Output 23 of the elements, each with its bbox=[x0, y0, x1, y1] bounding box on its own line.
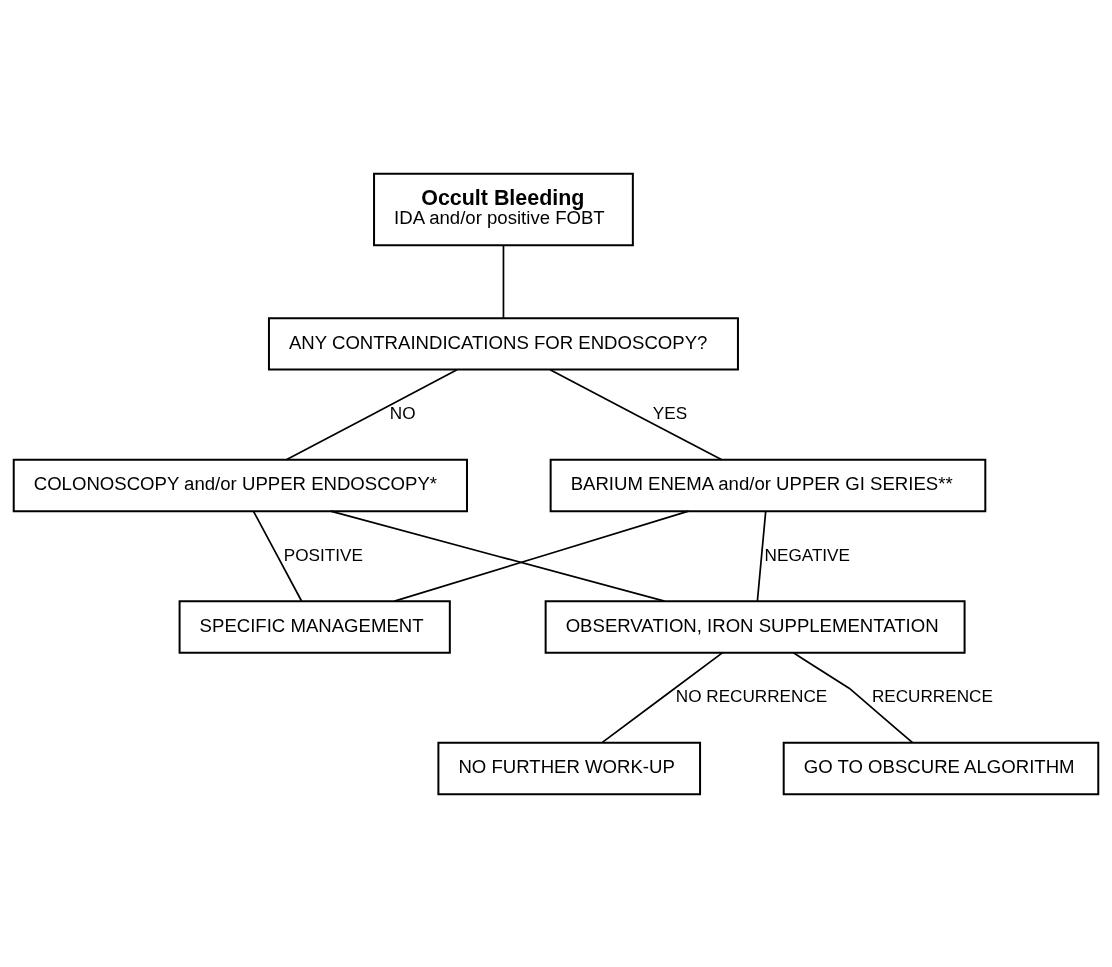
node-box: GO TO OBSCURE ALGORITHM bbox=[782, 741, 1100, 795]
edge-label: NO RECURRENCE bbox=[675, 685, 828, 706]
connector bbox=[393, 509, 690, 602]
edge-label: RECURRENCE bbox=[871, 685, 993, 706]
node-box: SPECIFIC MANAGEMENT bbox=[178, 599, 451, 654]
node-box: OBSERVATION, IRON SUPPLEMENTATION bbox=[544, 599, 966, 654]
node-box: BARIUM ENEMA and/or UPPER GI SERIES** bbox=[549, 458, 987, 512]
connector bbox=[601, 651, 724, 743]
edge-label: POSITIVE bbox=[283, 544, 363, 565]
connector bbox=[252, 510, 303, 602]
connector bbox=[329, 509, 666, 602]
edge-label: YES bbox=[652, 402, 688, 423]
node-box: COLONOSCOPY and/or UPPER ENDOSCOPY* bbox=[12, 458, 468, 512]
edge-label: NO bbox=[389, 402, 416, 423]
connector bbox=[549, 368, 723, 460]
node-box: ANY CONTRAINDICATIONS FOR ENDOSCOPY? bbox=[267, 316, 739, 371]
connector bbox=[502, 244, 505, 319]
connector bbox=[756, 510, 767, 602]
connector bbox=[285, 368, 458, 460]
connector bbox=[792, 651, 914, 743]
edge-label: NEGATIVE bbox=[764, 544, 850, 565]
node-box: Occult Bleeding IDA and/or positive FOBT bbox=[373, 172, 634, 246]
node-box: NO FURTHER WORK-UP bbox=[437, 741, 702, 795]
